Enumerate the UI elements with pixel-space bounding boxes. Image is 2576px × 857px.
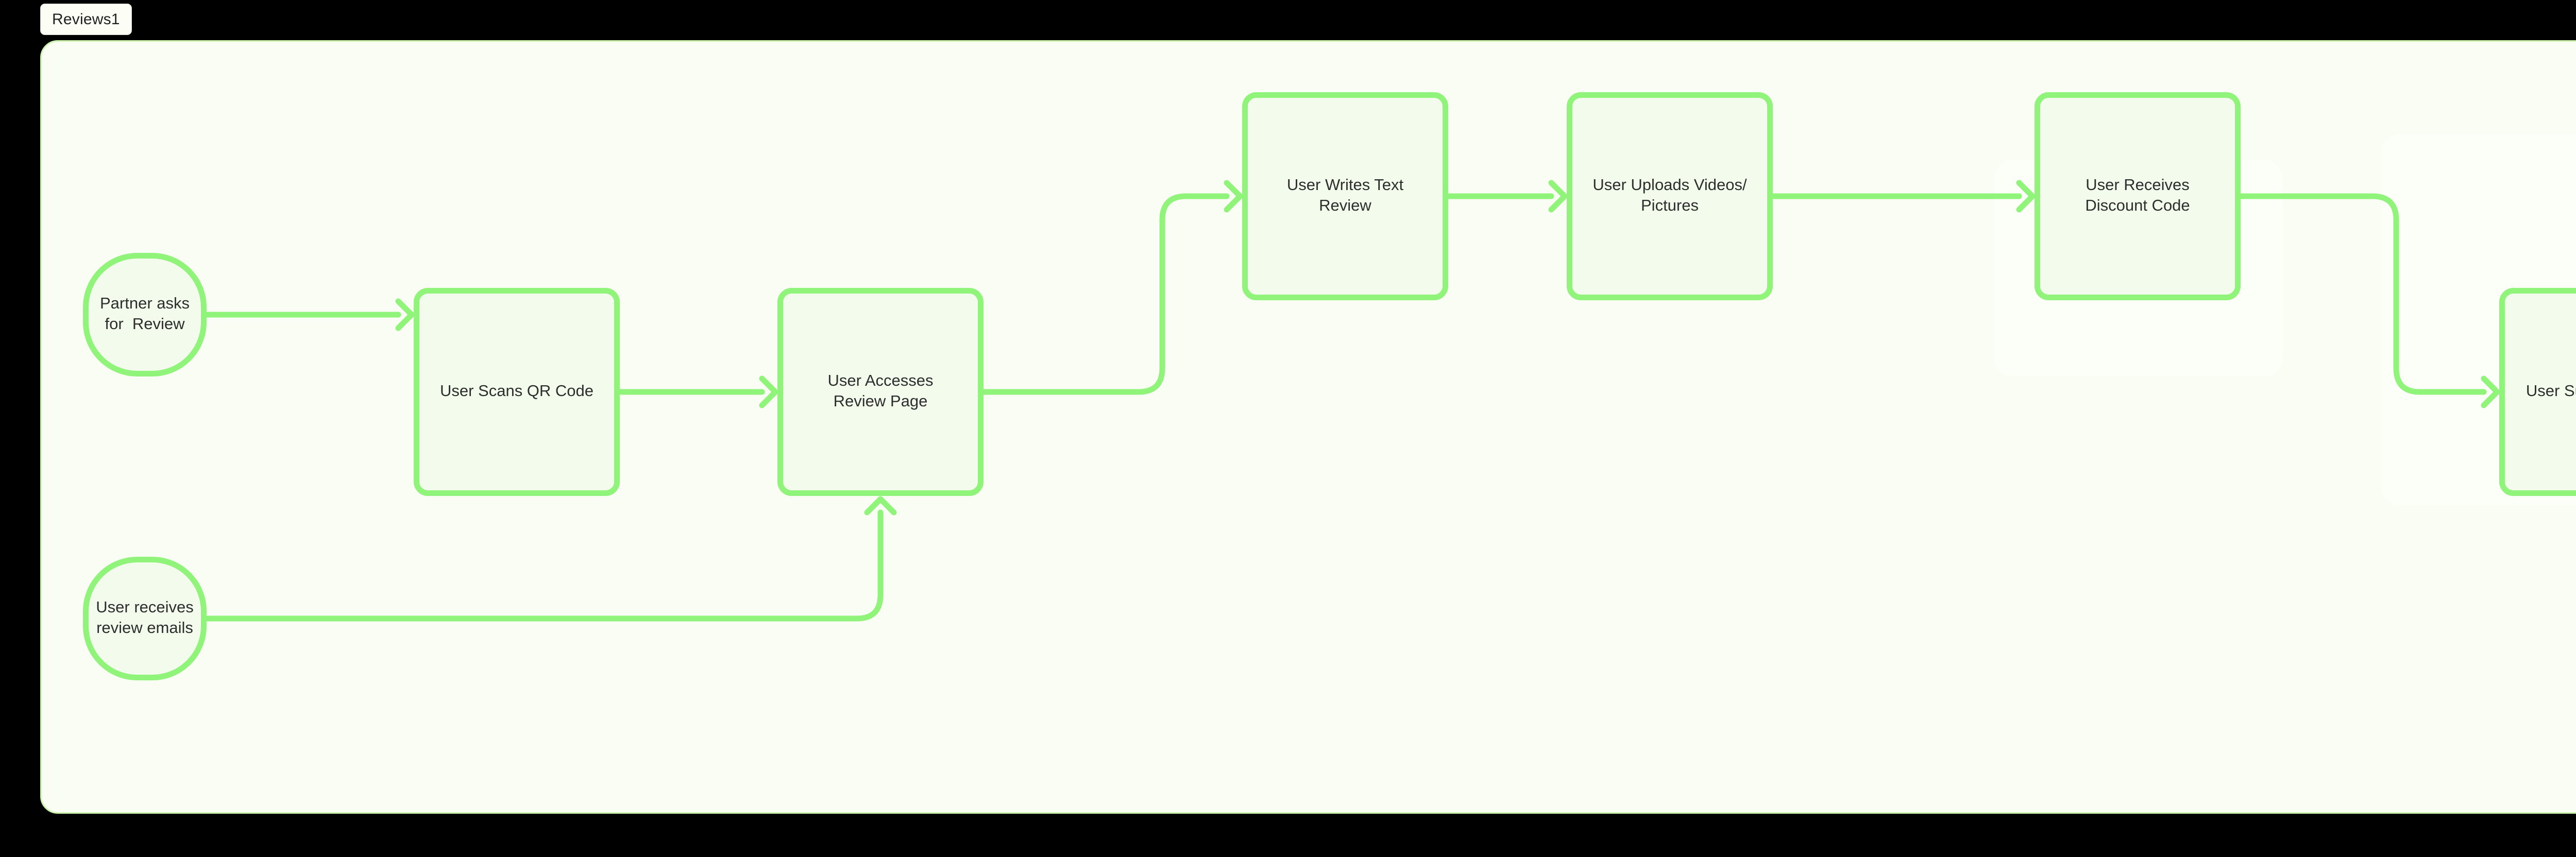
node-shape [777, 288, 984, 496]
node-shape [83, 253, 207, 376]
node-user-uploads-videos-pictures[interactable]: User Uploads Videos/Pictures [1567, 92, 1773, 300]
node-shape [83, 557, 207, 680]
node-user-submits-review[interactable]: User Submits Review [2499, 288, 2576, 496]
edge-discount-to-submits [2238, 193, 2487, 395]
edge-access-to-writes-head [1224, 180, 1243, 213]
edge-access-to-writes [980, 193, 1230, 395]
node-shape [2035, 92, 2241, 300]
node-shape [414, 288, 620, 496]
edge-emails-to-access [204, 509, 884, 622]
node-shape [1567, 92, 1773, 300]
edge-partner-to-scan-head [395, 298, 415, 331]
node-shape [2499, 288, 2576, 496]
node-user-scans-qr-code[interactable]: User Scans QR Code [414, 288, 620, 496]
tab-bar: Reviews1 [40, 4, 132, 35]
edge-emails-to-access-head [864, 496, 897, 516]
edge-scan-to-access-head [759, 375, 778, 408]
edge-writes-to-uploads-head [1548, 180, 1568, 213]
node-shape [1242, 92, 1448, 300]
edge-uploads-to-discount-head [2016, 180, 2036, 213]
tab-reviews1[interactable]: Reviews1 [40, 4, 132, 35]
edge-layer [204, 180, 2500, 622]
edge-discount-to-submits-head [2481, 375, 2500, 408]
